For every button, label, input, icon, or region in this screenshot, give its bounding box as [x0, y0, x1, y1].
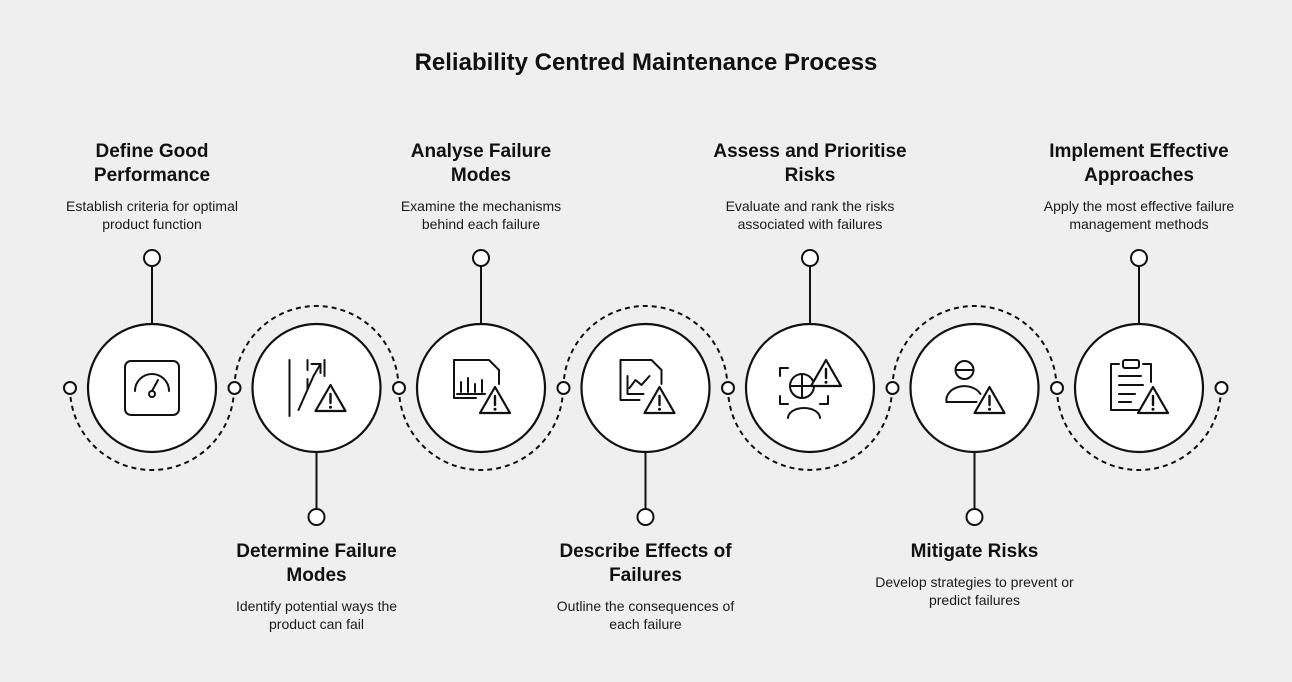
road-warning-icon [288, 359, 347, 417]
junction-dot [721, 381, 735, 395]
step-desc-line: behind each failure [421, 216, 541, 232]
step-description: Evaluate and rank the risks associated wi… [690, 197, 930, 233]
step-desc-line: Develop strategies to prevent or [875, 574, 1074, 590]
step-title-line: Assess and Prioritise [713, 141, 907, 162]
step-title-line: Failures [609, 565, 682, 586]
step-title-line: Implement Effective [1049, 141, 1229, 162]
person-warning-icon [945, 360, 1006, 415]
line-chart-warning-icon [619, 359, 676, 415]
report-chart-warning-icon [453, 359, 512, 415]
step-description: Establish criteria for optimal product fu… [32, 197, 272, 233]
dashed-arc [1056, 387, 1222, 471]
step-desc-line: management methods [1069, 216, 1209, 232]
step-title-line: Mitigate Risks [910, 541, 1039, 562]
junction-dot [885, 381, 900, 395]
step-4: Describe Effects of Failures Outline the … [526, 540, 766, 633]
step-desc-line: Identify potential ways the [235, 598, 398, 614]
clipboard-warning-icon [1110, 359, 1170, 415]
dashed-arc [727, 387, 893, 471]
dashed-arc [891, 305, 1058, 389]
dashed-connectors [69, 305, 1222, 471]
step-desc-line: product function [102, 216, 202, 232]
step-desc-line: Establish criteria for optimal [66, 198, 238, 214]
step-desc-line: Evaluate and rank the risks [725, 198, 895, 214]
step-title-line: Define Good [95, 141, 209, 162]
junction-dot [63, 381, 77, 395]
step-title-line: Risks [784, 165, 836, 186]
focus-warning-icon [779, 358, 843, 419]
step-description: Outline the consequences of each failure [526, 597, 766, 633]
step-connectors [143, 249, 1148, 526]
step-description: Apply the most effective failure manageme… [1019, 197, 1259, 233]
page-title: Reliability Centred Maintenance Process [414, 49, 878, 76]
step-desc-line: Apply the most effective failure [1043, 198, 1235, 214]
step-description: Develop strategies to prevent or predict … [855, 573, 1095, 609]
dashed-arc [398, 387, 564, 471]
junction-dot [392, 381, 406, 395]
junction-dot [1214, 381, 1229, 395]
step-6: Mitigate Risks Develop strategies to pre… [855, 540, 1095, 609]
stem-end-dot [801, 249, 819, 267]
step-title-line: Modes [286, 565, 347, 586]
step-title: Describe Effects of Failures [526, 540, 766, 588]
dashed-arc [69, 387, 235, 471]
step-circle [86, 322, 218, 454]
step-desc-line: associated with failures [737, 216, 883, 232]
step-circle [580, 322, 711, 454]
stem-end-dot [143, 249, 161, 267]
step-nodes [63, 322, 1229, 454]
stem-end-dot [1130, 249, 1148, 267]
step-title-line: Modes [450, 165, 512, 186]
junction-dot [1050, 381, 1064, 395]
step-circle [744, 322, 876, 454]
step-circle [251, 322, 382, 454]
step-title-line: Determine Failure [236, 541, 397, 562]
dashed-arc [233, 305, 400, 389]
step-title-line: Approaches [1084, 165, 1194, 186]
step-title-line: Analyse Failure [410, 141, 552, 162]
stem-end-dot [636, 508, 655, 526]
stem-end-dot [307, 508, 326, 526]
step-title-line: Performance [93, 165, 211, 186]
step-circle [1073, 322, 1205, 454]
step-title: Mitigate Risks [855, 540, 1095, 564]
gauge-icon [124, 360, 180, 416]
step-desc-line: product can fail [269, 616, 364, 632]
step-desc-line: Outline the consequences of [556, 598, 735, 614]
junction-dot [227, 381, 242, 395]
step-desc-line: Examine the mechanisms [400, 198, 562, 214]
step-desc-line: predict failures [928, 592, 1021, 608]
step-description: Identify potential ways the product can f… [197, 597, 437, 633]
step-title-line: Describe Effects of [559, 541, 732, 562]
stem-end-dot [472, 249, 490, 267]
junction-dot [556, 381, 571, 395]
dashed-arc [562, 305, 729, 389]
stem-end-dot [965, 508, 984, 526]
step-description: Examine the mechanisms behind each failur… [361, 197, 601, 233]
step-desc-line: each failure [609, 616, 682, 632]
